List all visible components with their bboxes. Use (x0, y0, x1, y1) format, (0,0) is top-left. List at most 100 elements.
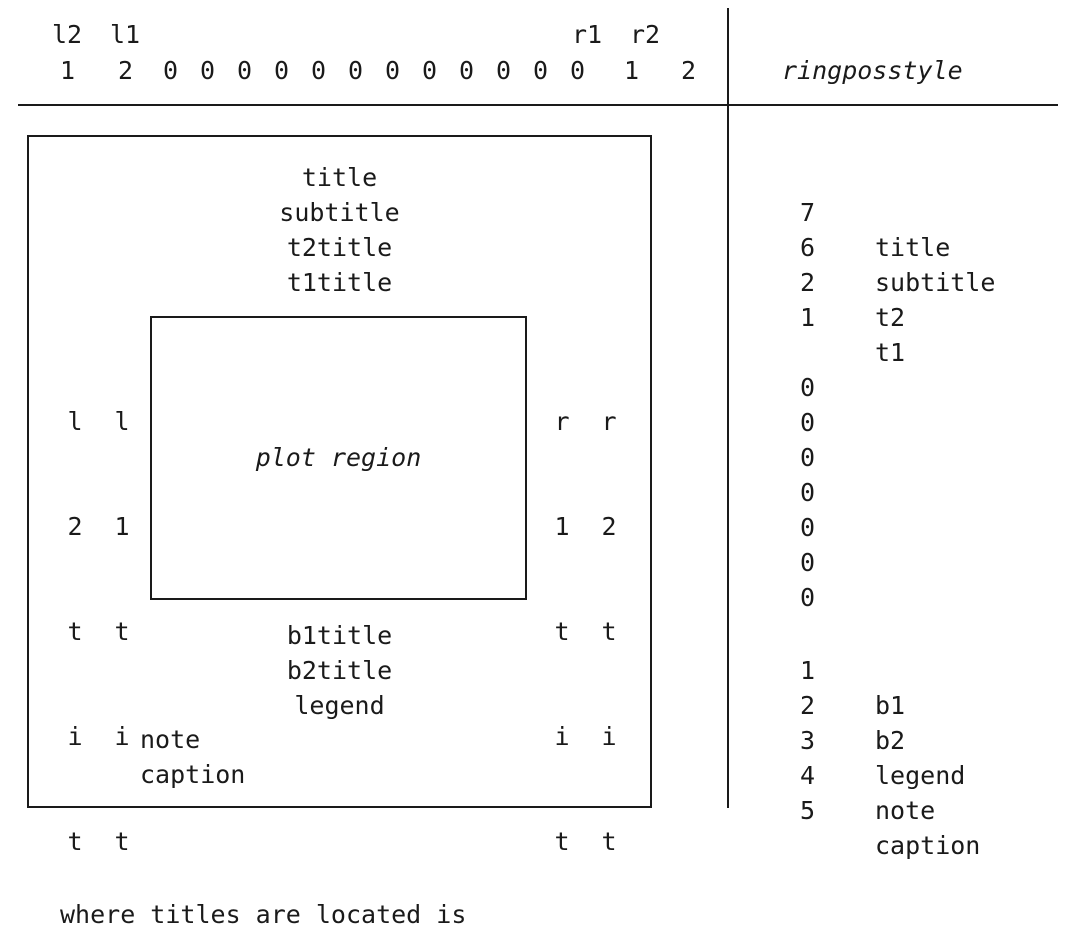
ref-row-t2: 2 t2 (760, 230, 1060, 332)
ref-num-zero-2: 0 (799, 408, 815, 437)
l2title-char-2: 2 (67, 512, 83, 541)
header-digit-zero-5: 0 (311, 56, 327, 85)
l1title-char-5: t (114, 827, 130, 856)
ref-num-subtitle: 6 (799, 233, 815, 262)
ref-name-subtitle: subtitle (875, 268, 996, 297)
ref-row-zero-6: 0 (760, 510, 1060, 577)
r2title-char-4: i (601, 722, 617, 751)
header-label-r1: r1 (572, 20, 603, 49)
ref-name-b1: b1 (875, 691, 906, 720)
r2title-char-3: t (601, 617, 617, 646)
ref-row-b2: 2 b2 (760, 653, 1060, 755)
bottom-title-stack: b1title b2title legend (27, 618, 652, 723)
plot-region-box (150, 316, 527, 600)
ref-num-zero-3: 0 (799, 443, 815, 472)
ref-name-t2: t2 (875, 303, 906, 332)
r2title-char-1: r (601, 407, 617, 436)
plot-region-label: plot region (255, 443, 422, 472)
left-title-l1title: l 1 t i t l e (111, 334, 133, 929)
ref-name-legend: legend (875, 761, 966, 790)
ref-num-t2: 2 (799, 268, 815, 297)
ref-num-zero-7: 0 (799, 583, 815, 612)
bottom-left-stack: note caption (140, 722, 540, 792)
ref-row-b1: 1 b1 (760, 618, 1060, 720)
header-label-l1: l1 (110, 20, 141, 49)
header-label-l2: l2 (52, 20, 83, 49)
ref-num-zero-4: 0 (799, 478, 815, 507)
ref-row-zero-1: 0 (760, 335, 1060, 402)
header-digit-zero-1: 0 (163, 56, 179, 85)
ref-num-t1: 1 (799, 303, 815, 332)
l1title-char-4: i (114, 722, 130, 751)
right-title-r1title: r 1 t i t l e (551, 334, 573, 929)
header-digit-zero-9: 0 (459, 56, 475, 85)
ref-row-zero-5: 0 (760, 475, 1060, 542)
header-digit-r1: 1 (624, 56, 640, 85)
footer-line-1: where titles are located is (60, 900, 467, 929)
bottom-title-legend: legend (294, 691, 385, 720)
ref-num-zero-6: 0 (799, 548, 815, 577)
ref-row-zero-7: 0 (760, 545, 1060, 612)
header-digit-zero-10: 0 (496, 56, 512, 85)
top-title-t1title: t1title (286, 268, 393, 297)
ref-row-caption: 5 caption (760, 758, 1060, 860)
top-title-subtitle: subtitle (279, 198, 400, 227)
r1title-char-3: t (554, 617, 570, 646)
r1title-char-4: i (554, 722, 570, 751)
footer-note: where titles are located is controlled b… (60, 827, 466, 929)
ref-name-title: title (875, 233, 951, 262)
r2title-char-2: 2 (601, 512, 617, 541)
header-label-r2: r2 (630, 20, 661, 49)
left-title-l2title: l 2 t i t l e (64, 334, 86, 929)
ref-name-note: note (875, 796, 936, 825)
bottom-title-b2title: b2title (286, 656, 393, 685)
header-digit-zero-8: 0 (422, 56, 438, 85)
r1title-char-5: t (554, 827, 570, 856)
header-digit-zero-11: 0 (533, 56, 549, 85)
ref-num-legend: 3 (799, 726, 815, 755)
header-digit-zero-7: 0 (385, 56, 401, 85)
ref-row-zero-2: 0 (760, 370, 1060, 437)
ref-name-b2: b2 (875, 726, 906, 755)
header-digit-zero-3: 0 (237, 56, 253, 85)
ref-row-title: 7 title (760, 160, 1060, 262)
l2title-char-5: t (67, 827, 83, 856)
top-title-title: title (301, 163, 378, 192)
bottom-title-caption: caption (140, 760, 246, 789)
bottom-title-note: note (140, 725, 201, 754)
ref-num-caption: 5 (799, 796, 815, 825)
ref-num-note: 4 (799, 761, 815, 790)
ref-name-t1: t1 (875, 338, 906, 367)
l2title-char-1: l (67, 407, 83, 436)
r2title-char-5: t (601, 827, 617, 856)
ref-row-t1: 1 t1 (760, 265, 1060, 367)
ref-row-zero-3: 0 (760, 405, 1060, 472)
header-digit-zero-6: 0 (348, 56, 364, 85)
r1title-char-1: r (554, 407, 570, 436)
header-digit-zero-2: 0 (200, 56, 216, 85)
ref-row-note: 4 note (760, 723, 1060, 825)
ref-name-caption: caption (875, 831, 981, 860)
l1title-char-1: l (114, 407, 130, 436)
l2title-char-3: t (67, 617, 83, 646)
ref-row-legend: 3 legend (760, 688, 1060, 790)
panel-divider-vertical (727, 8, 729, 808)
header-digit-zero-4: 0 (274, 56, 290, 85)
right-title-r2title: r 2 t i t l e (598, 334, 620, 929)
bottom-title-b1title: b1title (286, 621, 393, 650)
top-title-t2title: t2title (286, 233, 393, 262)
top-title-stack: title subtitle t2title t1title (27, 160, 652, 300)
ref-num-zero-5: 0 (799, 513, 815, 542)
ref-row-zero-4: 0 (760, 440, 1060, 507)
panel-title: ringposstyle (782, 56, 963, 85)
header-digit-l2: 1 (60, 56, 76, 85)
header-digit-l1: 2 (118, 56, 134, 85)
l1title-char-3: t (114, 617, 130, 646)
l2title-char-4: i (67, 722, 83, 751)
header-divider-horizontal (18, 104, 1058, 106)
header-digit-r2: 2 (681, 56, 697, 85)
ref-num-zero-1: 0 (799, 373, 815, 402)
header-digit-zero-12: 0 (570, 56, 586, 85)
ref-num-b1: 1 (799, 656, 815, 685)
